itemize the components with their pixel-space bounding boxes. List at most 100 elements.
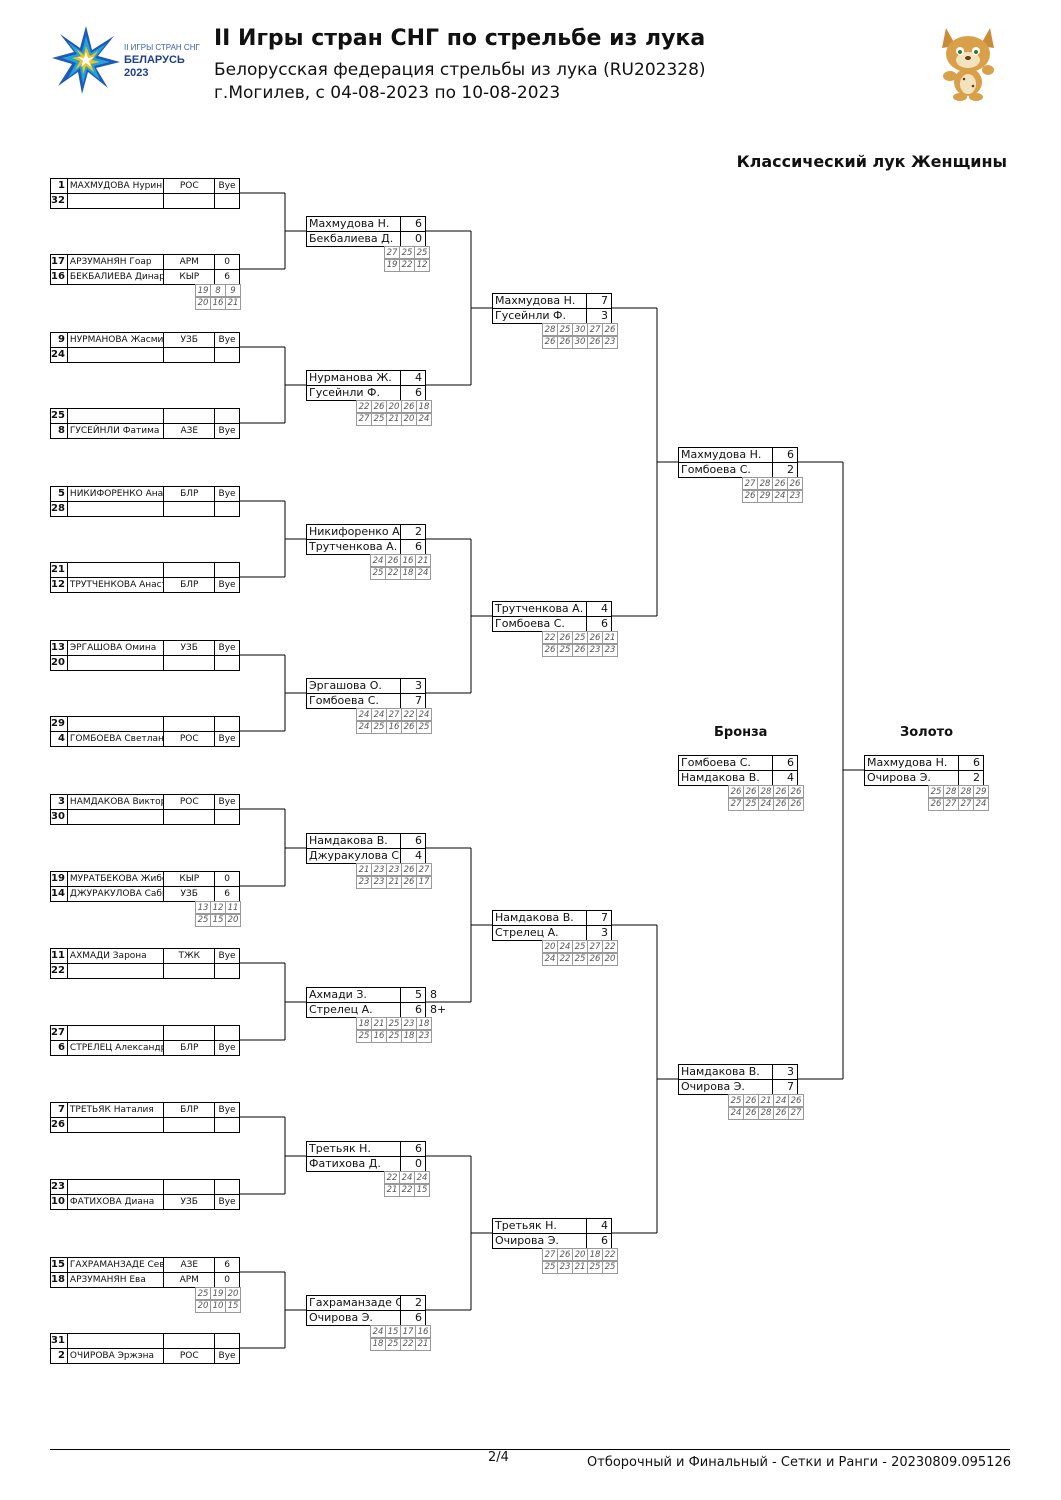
match-result: 0 [224,257,230,267]
end-score: 26 [788,797,804,811]
athlete-row: 31 [50,1333,240,1348]
end-score: 21 [386,875,402,889]
country-code: КЫР [164,872,216,886]
match-row: Очирова Э.6 [306,1310,426,1326]
seed-number: 17 [51,255,68,269]
athlete-name: Гомбоева С. [679,463,774,477]
end-score: 27 [356,412,372,426]
athlete-name [68,717,165,731]
match-row: Махмудова Н.6 [306,216,426,231]
set-points: 6 [787,448,794,461]
federation-subtitle: Белорусская федерация стрельбы из лука (… [214,60,706,80]
match-row: Стрелец А.6 [306,1002,426,1018]
match-row: Махмудова Н.7 [492,293,612,308]
end-score: 27 [788,1106,804,1120]
end-score: 24 [416,708,432,722]
seed-number: 13 [51,641,68,655]
athlete-name: Очирова Э. [679,1080,774,1094]
match-row: Трутченкова А.6 [306,539,426,555]
star-emblem-icon [52,26,120,94]
set-points: 0 [415,232,422,245]
country-code: АЗЕ [164,1258,216,1272]
athlete-name: Намдакова В. [679,771,774,785]
seed-number: 4 [51,732,68,746]
country-code [164,1118,216,1132]
end-score: 26 [401,875,417,889]
athlete-name: ГАХРАМАНЗАДЕ Севин [69,1258,165,1272]
athlete-name: НИКИФОРЕНКО Анастасия [69,487,165,501]
seed-number: 18 [51,1273,68,1287]
match-result: Bye [218,643,236,653]
set-points: 6 [601,1234,608,1247]
country-code [164,656,216,670]
match-row: Стрелец А.3 [492,925,612,941]
set-points: 6 [415,1003,422,1016]
athlete-row: 24 [50,347,240,363]
match-result [215,810,239,824]
country-code: АРМ [164,255,216,269]
country-code: УЗБ [164,887,216,901]
athlete-row: 21 [50,562,240,577]
athlete-name: МУРАТБЕКОВА Жибек [69,872,165,886]
match-row: Намдакова В.3 [678,1064,798,1079]
seed-number: 31 [51,1334,68,1348]
match-result [215,194,239,208]
match-result: Bye [218,580,236,590]
athlete-name: Гомбоева С. [307,694,402,708]
end-score: 21 [415,1337,431,1351]
match-result: 6 [224,272,230,282]
match-result: Bye [218,335,236,345]
end-score: 20 [602,952,618,966]
end-score: 26 [572,643,588,657]
logo-line1: II ИГРЫ СТРАН СНГ [124,43,200,52]
country-code: РОС [164,179,216,193]
end-score: 23 [587,643,603,657]
match-result: 0 [224,1275,230,1285]
match-result [215,348,239,362]
seed-number: 30 [51,810,68,824]
end-score: 20 [195,296,211,310]
athlete-name: Третьяк Н. [493,1219,588,1233]
end-score: 22 [400,1337,416,1351]
end-score: 20 [225,913,241,927]
bronze-label: Бронза [714,725,768,740]
country-code: КЫР [164,270,216,284]
seed-number: 23 [51,1180,68,1194]
match-row: Третьяк Н.6 [306,1141,426,1156]
end-score: 20 [225,1287,241,1301]
match-row: Гомбоева С.6 [492,616,612,632]
end-score: 25 [356,1029,372,1043]
country-code [164,563,216,577]
athlete-name: Стрелец А. [493,926,588,940]
match-row: Гусейнли Ф.3 [492,308,612,324]
athlete-name: ДЖУРАКУЛОВА Сабина [68,887,165,901]
athlete-row: 26 [50,1117,240,1133]
end-score: 25 [557,643,573,657]
athlete-name [68,409,165,423]
country-code: РОС [164,732,216,746]
